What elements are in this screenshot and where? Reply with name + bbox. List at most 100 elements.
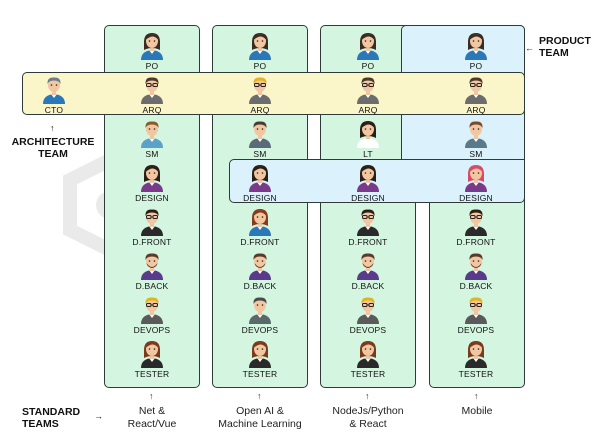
role-cto: CTO [14,74,94,115]
person-avatar-icon [249,297,271,324]
architecture-team-text: ARCHITECTURE TEAM [11,136,95,160]
role-label: TESTER [350,369,386,379]
person-avatar-icon [465,33,487,60]
person-avatar-icon [141,121,163,148]
role-1-5: D.BACK [220,250,300,291]
role-3-0: PO [436,30,516,71]
role-label: DEVOPS [133,325,171,335]
standard-teams-label: STANDARD TEAMS → [22,406,103,430]
role-0-0: PO [112,30,192,71]
up-arrow-icon: ↑ [474,391,479,401]
role-label: D.BACK [459,281,493,291]
team-name-label: Net & React/Vue [127,405,177,430]
role-label: D.FRONT [348,237,388,247]
role-label: SM [145,149,159,159]
role-label: PO [469,61,483,71]
role-label: D.BACK [351,281,385,291]
role-0-4: D.FRONT [112,206,192,247]
role-label: ARQ [358,105,378,115]
role-label: PO [145,61,159,71]
product-team-text: PRODUCT TEAM [539,35,591,59]
right-arrow-icon: → [94,411,103,421]
role-label: ARQ [142,105,162,115]
product-team-band [401,25,525,72]
cto-avatar-icon [43,77,65,104]
role-label: TESTER [242,369,278,379]
role-3-5: D.BACK [436,250,516,291]
role-label: D.FRONT [132,237,172,247]
person-avatar-icon [141,77,163,104]
role-1-3: DESIGN [220,162,300,203]
role-label: DESIGN [243,193,277,203]
role-label: ARQ [466,105,486,115]
person-avatar-icon [141,341,163,368]
role-label: D.BACK [243,281,277,291]
role-label: SM [469,149,483,159]
person-avatar-icon [249,341,271,368]
person-avatar-icon [249,209,271,236]
person-avatar-icon [357,297,379,324]
up-arrow-icon: ↑ [257,391,262,401]
role-label: DESIGN [135,193,169,203]
role-0-6: DEVOPS [112,294,192,335]
role-3-1: ARQ [436,74,516,115]
person-avatar-icon [465,77,487,104]
role-2-4: D.FRONT [328,206,408,247]
person-avatar-icon [249,33,271,60]
person-avatar-icon [249,253,271,280]
role-label: PO [361,61,375,71]
role-0-2: SM [112,118,192,159]
person-avatar-icon [141,253,163,280]
role-label: TESTER [458,369,494,379]
role-3-4: D.FRONT [436,206,516,247]
role-2-0: PO [328,30,408,71]
person-avatar-icon [249,165,271,192]
role-3-7: TESTER [436,338,516,379]
up-arrow-icon: ↑ [365,391,370,401]
person-avatar-icon [465,209,487,236]
role-3-2: SM [436,118,516,159]
role-2-3: DESIGN [328,162,408,203]
up-arrow-icon: ↑ [149,391,154,401]
person-avatar-icon [357,209,379,236]
role-label: DESIGN [351,193,385,203]
role-1-1: ARQ [220,74,300,115]
person-avatar-icon [141,165,163,192]
person-avatar-icon [141,297,163,324]
role-2-6: DEVOPS [328,294,408,335]
role-label: D.FRONT [456,237,496,247]
person-avatar-icon [141,33,163,60]
role-label: D.FRONT [240,237,280,247]
role-3-3: DESIGN [436,162,516,203]
team-name-label: Open AI & Machine Learning [218,405,302,430]
role-0-1: ARQ [112,74,192,115]
person-avatar-icon [357,33,379,60]
left-arrow-icon: ← [525,43,534,53]
person-avatar-icon [249,121,271,148]
role-label: DEVOPS [241,325,279,335]
role-label: SM [253,149,267,159]
role-label: ARQ [250,105,270,115]
role-label: DEVOPS [349,325,387,335]
role-0-5: D.BACK [112,250,192,291]
role-2-5: D.BACK [328,250,408,291]
role-1-0: PO [220,30,300,71]
role-1-2: SM [220,118,300,159]
person-avatar-icon [357,253,379,280]
person-avatar-icon [357,77,379,104]
role-label: PO [253,61,267,71]
person-avatar-icon [357,165,379,192]
role-1-7: TESTER [220,338,300,379]
cto-label: CTO [44,105,64,115]
role-label: D.BACK [135,281,169,291]
product-team-band-mid [401,115,525,159]
person-avatar-icon [249,77,271,104]
role-2-2: LT [328,118,408,159]
role-label: DESIGN [459,193,493,203]
up-arrow-icon: ↑ [50,123,55,133]
role-2-1: ARQ [328,74,408,115]
team-name-label: NodeJs/Python & React [332,405,404,430]
role-label: TESTER [134,369,170,379]
architecture-team-band [22,72,525,115]
role-1-6: DEVOPS [220,294,300,335]
